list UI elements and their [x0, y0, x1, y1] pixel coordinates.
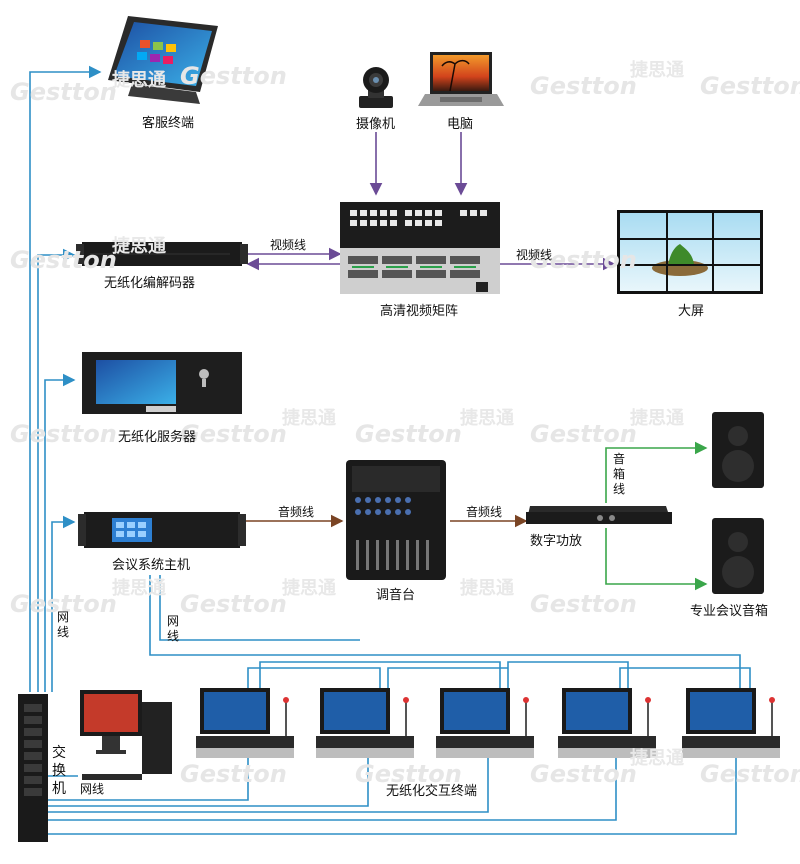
encoder-decoder-device [76, 242, 248, 266]
desktop-pc-device [80, 690, 172, 780]
interactive-terminal-3 [436, 688, 534, 758]
network-cable-label-1: 网线 [56, 610, 69, 639]
watermark-brand-cn: 捷思通 [112, 70, 166, 91]
watermark-brand: Gestton [530, 246, 637, 274]
net-to-conference-host [51, 515, 76, 692]
conference-host-device [78, 512, 246, 548]
big-screen-device [617, 210, 763, 294]
video-matrix-device [340, 202, 500, 294]
watermark-brand-cn: 捷思通 [282, 408, 336, 429]
watermark-brand: Gestton [355, 420, 462, 448]
net-switch-terminal-3 [48, 758, 489, 813]
interactive-terminals-label: 无纸化交互终端 [386, 784, 478, 799]
mixer-device [346, 460, 446, 580]
net-to-customer-terminal [29, 65, 102, 692]
watermark-brand: Gestton [10, 78, 117, 106]
encoder-decoder-label: 无纸化编解码器 [104, 276, 196, 291]
watermark-brand: Gestton [530, 590, 637, 618]
interactive-terminal-1 [196, 688, 294, 758]
audio-cable-label-1: 音频线 [278, 505, 315, 519]
watermark-brand: Gestton [530, 72, 637, 100]
watermark-brand: Gestton [355, 760, 462, 788]
net-switch-terminal-5 [48, 758, 737, 835]
amplifier-device [526, 506, 672, 524]
net-switch-terminal-1 [48, 758, 249, 801]
watermark-brand: Gestton [10, 420, 117, 448]
watermark-brand: Gestton [180, 590, 287, 618]
audio-cable-label-2: 音频线 [466, 505, 503, 519]
net-to-server [44, 373, 76, 692]
computer-label: 电脑 [447, 117, 474, 132]
speaker-lines [605, 441, 708, 591]
speaker-cable-label: 音箱线 [612, 452, 625, 496]
watermark-brand: Gestton [10, 246, 117, 274]
network-cable-label-2: 网线 [166, 614, 179, 643]
conference-host-label: 会议系统主机 [112, 558, 191, 573]
watermark-brand-cn: 捷思通 [630, 60, 684, 81]
net-host-chain-2 [159, 575, 360, 641]
paperless-server-device [82, 352, 242, 414]
video-matrix-label: 高清视频矩阵 [380, 304, 459, 319]
speaker-bottom-device [712, 518, 764, 594]
watermark-brand-cn: 捷思通 [112, 578, 166, 599]
watermark-brand-cn: 捷思通 [112, 236, 166, 257]
big-screen-label: 大屏 [678, 304, 705, 319]
switch-device [18, 694, 48, 842]
interactive-terminal-5 [682, 688, 780, 758]
interactive-terminal-2 [316, 688, 414, 758]
watermark-brand: Gestton [10, 590, 117, 618]
watermark-brand-cn: 捷思通 [460, 408, 514, 429]
camera-device [359, 67, 393, 108]
watermark-brand-cn: 捷思通 [630, 408, 684, 429]
net-switch-terminal-4 [48, 758, 617, 821]
video-cable-label-left: 视频线 [270, 238, 307, 252]
speakers-label: 专业会议音箱 [690, 604, 769, 619]
watermark-brand: Gestton [180, 760, 287, 788]
computer-device [418, 52, 504, 106]
watermark-brand: Gestton [530, 420, 637, 448]
interactive-terminal-4 [558, 688, 656, 758]
watermark-brand: Gestton [180, 420, 287, 448]
paperless-server-label: 无纸化服务器 [118, 430, 197, 445]
video-cable-label-right: 视频线 [516, 248, 553, 262]
network-lines [29, 65, 751, 835]
switch-label: 交换机 [52, 745, 66, 797]
amplifier-label: 数字功放 [530, 534, 583, 549]
watermark-brand: Gestton [700, 760, 800, 788]
net-switch-terminal-2 [48, 758, 369, 807]
mixer-label: 调音台 [376, 588, 416, 603]
net-host-chain [149, 575, 741, 690]
customer-terminal-device [108, 16, 218, 104]
customer-terminal-label: 客服终端 [142, 116, 195, 131]
amp-to-speaker-bottom [605, 528, 708, 591]
watermark-brand-cn: 捷思通 [282, 578, 336, 599]
watermark-brand: Gestton [700, 72, 800, 100]
amp-to-speaker-top [605, 441, 708, 503]
network-cable-label-3: 网线 [80, 782, 105, 796]
watermark-brand-cn: 捷思通 [630, 748, 684, 769]
watermark-brand-cn: 捷思通 [460, 578, 514, 599]
watermark-brand: Gestton [180, 62, 287, 90]
watermark-brand: Gestton [530, 760, 637, 788]
camera-label: 摄像机 [356, 117, 396, 132]
net-to-encoder [37, 248, 76, 692]
speaker-top-device [712, 412, 764, 488]
video-lines [246, 132, 616, 271]
